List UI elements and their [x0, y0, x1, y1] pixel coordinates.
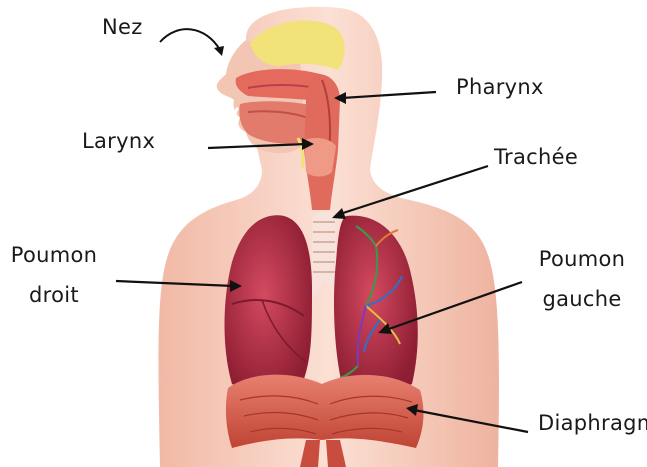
label-nez: Nez	[102, 16, 143, 38]
label-poumon-gauche-line1: Poumon	[530, 248, 634, 270]
label-poumon-droit-line2: droit	[8, 284, 100, 306]
nez-arrowhead	[214, 46, 224, 56]
nez-arrow	[160, 29, 220, 50]
label-poumon-gauche: Poumon gauche	[530, 248, 634, 310]
label-poumon-droit: Poumon droit	[8, 244, 100, 306]
label-pharynx: Pharynx	[456, 76, 544, 98]
label-poumon-gauche-line2: gauche	[530, 288, 634, 310]
label-poumon-droit-line1: Poumon	[8, 244, 100, 266]
label-trachee: Trachée	[494, 146, 578, 168]
label-diaphragme: Diaphragme	[538, 412, 647, 434]
label-larynx: Larynx	[82, 130, 155, 152]
